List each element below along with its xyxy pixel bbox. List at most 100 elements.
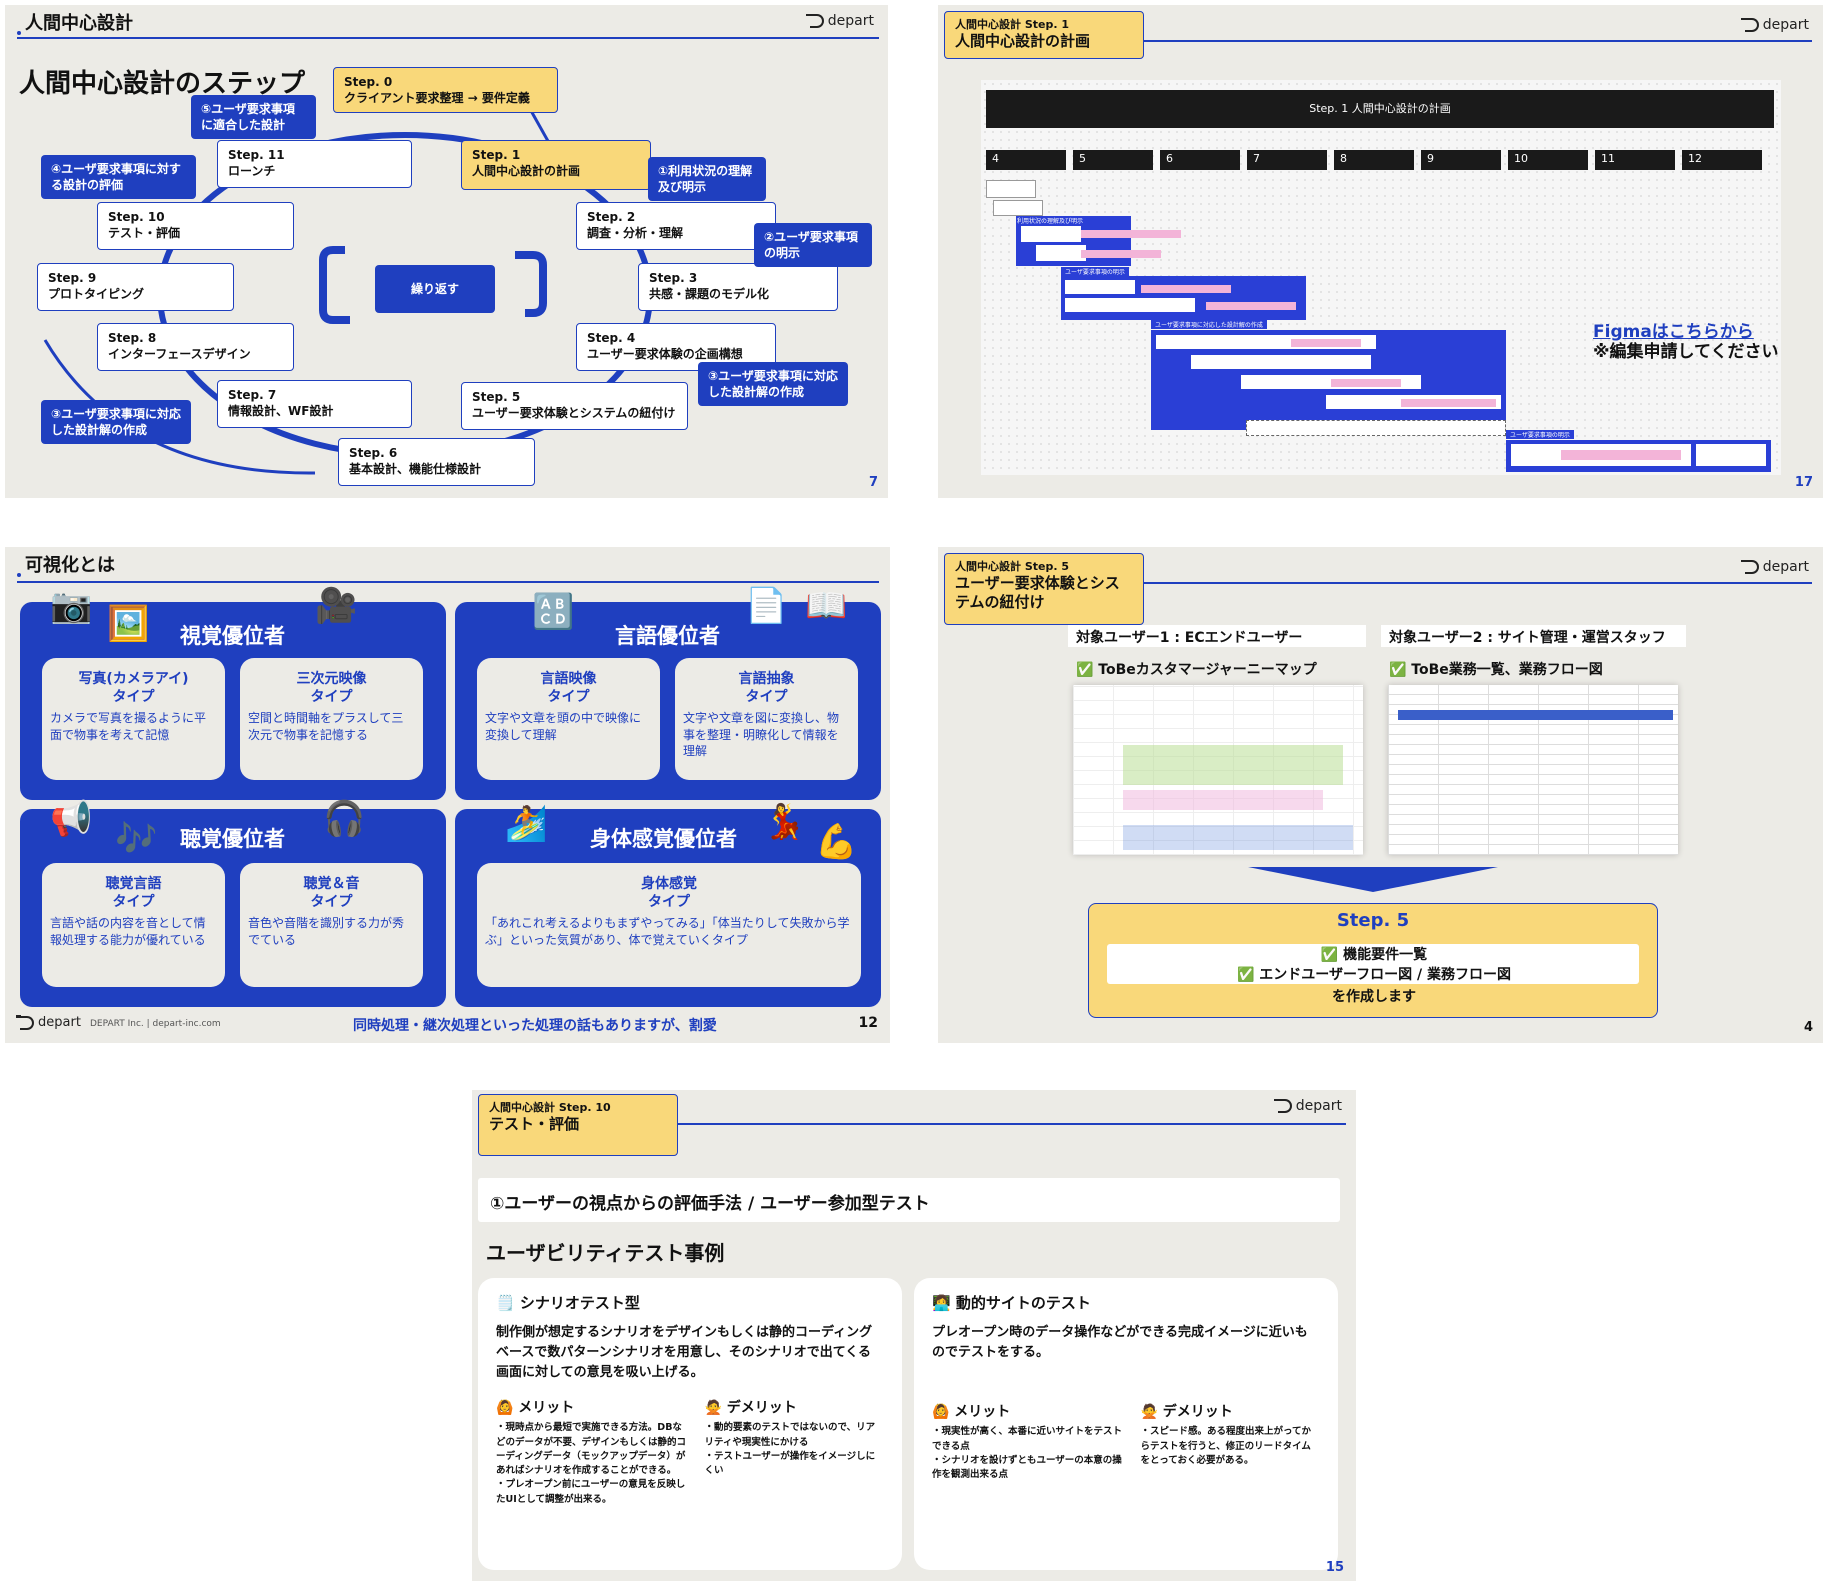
- music-notes-icon: 🎶: [115, 819, 158, 859]
- deliverable-flow: ✅ ToBe業務一覧、業務フロー図: [1389, 662, 1603, 678]
- depart-logo: depart: [1740, 559, 1809, 575]
- gantt-bar: [1561, 450, 1681, 460]
- picture-frame-icon: 🖼️: [107, 604, 150, 644]
- merit-label: 🙆 メリット: [496, 1400, 575, 1417]
- card-verbal-abstract-type: 言語抽象 タイプ 文字や文章を図に変換し、物事を整理・明瞭化して情報を理解: [675, 658, 858, 780]
- repeat-label: 繰り返す: [375, 265, 495, 313]
- gantt-bar: [1206, 302, 1296, 310]
- gantt-bar: [1036, 245, 1086, 261]
- page-number: 12: [858, 1015, 878, 1031]
- gantt-col-12: 12: [1682, 150, 1762, 170]
- usability-heading: ユーザビリティテスト事例: [486, 1241, 725, 1265]
- gantt-bar: [1081, 230, 1181, 238]
- gantt-canvas[interactable]: Step. 1 人間中心設計の計画 4 5 6 7 8 9 10 11 12 利…: [981, 80, 1781, 475]
- gantt-col-5: 5: [1073, 150, 1153, 170]
- note-4: ④ユーザ要求事項に対する設計の評価: [41, 155, 196, 200]
- merit-text: ・現実性が高く、本番に近いサイトをテストできる点 ・シナリオを設けずともユーザー…: [932, 1426, 1123, 1481]
- gantt-group-label-4: ユーザ要求事項の明示: [1506, 430, 1574, 439]
- depart-logo-icon: [16, 1015, 34, 1030]
- header-rule: [678, 1123, 1346, 1125]
- output-suffix: を作成します: [1332, 989, 1416, 1005]
- down-arrow: [1248, 867, 1498, 892]
- slide-heading: 人間中心設計のステップ: [19, 69, 306, 99]
- thumb-highlight: [1123, 790, 1323, 810]
- depart-logo: depart: [805, 13, 874, 29]
- thumb-highlight: [1123, 825, 1353, 850]
- step5-result-box: Step. 5 ✅ 機能要件一覧 ✅ エンドユーザーフロー図 / 業務フロー図 …: [1088, 903, 1658, 1018]
- gantt-group-label-3: ユーザ要求事項に対応した設計解の作成: [1151, 320, 1267, 329]
- section-title: 人間中心設計: [17, 9, 133, 35]
- note-3-right: ③ユーザ要求事項に対応した設計解の作成: [698, 362, 848, 407]
- figma-link[interactable]: Figmaはこちらから: [1593, 322, 1754, 342]
- header-rule: [1144, 582, 1812, 584]
- merit-label: 🙆 メリット: [932, 1404, 1011, 1421]
- dancer-icon: 💃: [763, 802, 806, 842]
- depart-logo: depart: [1740, 17, 1809, 33]
- thumb-highlight: [1123, 745, 1343, 785]
- journey-map-thumbnail[interactable]: [1073, 685, 1363, 855]
- card-desc: 制作側が想定するシナリオをデザインもしくは静的コーディングベースで数パターンシナ…: [496, 1325, 873, 1381]
- gantt-bar: [1065, 298, 1195, 312]
- panel-heading: 視覚優位者: [180, 624, 285, 648]
- notepad-icon: 🗒️: [496, 1294, 515, 1312]
- panel-visual: 視覚優位者 写真(カメラアイ) タイプ カメラで写真を撮るように平面で物事を考え…: [20, 602, 446, 800]
- thumb-header: [1398, 710, 1673, 720]
- gantt-title-bar: Step. 1 人間中心設計の計画: [986, 90, 1774, 128]
- evaluation-method-bar: ①ユーザーの視点からの評価手法 / ユーザー参加型テスト: [478, 1178, 1340, 1222]
- gantt-bar: [1696, 444, 1766, 466]
- gantt-group-label-2: ユーザ要求事項の明示: [1061, 267, 1129, 276]
- gantt-group-label: 利用状況の理解及び明示: [1017, 218, 1084, 225]
- section-title: 可視化とは: [17, 551, 115, 577]
- page-number: 4: [1803, 1020, 1813, 1035]
- panel-kinesthetic: 身体感覚優位者 身体感覚 タイプ 「あれこれ考えるよりもまずやってみる」「体当た…: [455, 809, 881, 1007]
- page-number: 15: [1325, 1560, 1344, 1575]
- panel-heading: 言語優位者: [615, 624, 720, 648]
- gantt-bar: [1401, 399, 1496, 407]
- depart-logo-icon: [805, 13, 824, 28]
- gantt-bar: [1291, 339, 1361, 347]
- figma-note: ※編集申請してください: [1593, 342, 1779, 362]
- card-title: シナリオテスト型: [519, 1294, 640, 1312]
- depart-logo-icon: [1740, 17, 1759, 32]
- depart-logo: depart: [1273, 1098, 1342, 1114]
- gantt-bar: [993, 200, 1043, 216]
- gantt-col-4: 4: [986, 150, 1066, 170]
- card-auditory-verbal-type: 聴覚言語 タイプ 言語や話の内容を音として情報処理する能力が優れている: [42, 863, 225, 987]
- dynamic-site-test-card: 👩‍💻 動的サイトのテスト プレオープン時のデータ操作などができる完成イメージに…: [914, 1278, 1338, 1570]
- depart-logo-icon: [1740, 559, 1759, 574]
- gantt-bar: [1141, 285, 1231, 293]
- megaphone-icon: 📢: [50, 799, 93, 839]
- flexed-biceps-icon: 💪: [815, 822, 858, 862]
- panel-heading: 身体感覚優位者: [590, 827, 737, 851]
- demerit-text: ・スピード感。ある程度出来上がってからテストを行うと、修正のリードタイムをとって…: [1140, 1426, 1312, 1466]
- abcd-icon: 🔠: [532, 592, 575, 632]
- gantt-col-7: 7: [1247, 150, 1327, 170]
- step5-label: Step. 5: [1336, 910, 1410, 931]
- headphone-icon: 🎧: [323, 799, 366, 839]
- gantt-bar: [1331, 379, 1401, 387]
- gantt-bar: [1191, 355, 1371, 369]
- surfer-icon: 🏄: [505, 804, 548, 844]
- panel-verbal: 言語優位者 言語映像 タイプ 文字や文章を頭の中で映像に変換して理解 言語抽象 …: [455, 602, 881, 800]
- movie-camera-icon: 🎥: [315, 586, 358, 626]
- target-user-2: 対象ユーザー2 : サイト管理・運営スタッフ: [1381, 625, 1686, 647]
- output-flow: ✅ エンドユーザーフロー図 / 業務フロー図: [1236, 967, 1512, 983]
- header-rule: [1144, 40, 1812, 42]
- panel-heading: 聴覚優位者: [180, 827, 285, 851]
- slide-visualization: 可視化とは 視覚優位者 写真(カメラアイ) タイプ カメラで写真を撮るように平面…: [5, 547, 890, 1043]
- gantt-col-10: 10: [1508, 150, 1588, 170]
- gantt-bar: [986, 180, 1036, 198]
- footer-note: 同時処理・継次処理といった処理の話もありますが、割愛: [353, 1018, 717, 1034]
- gantt-bar: [1246, 420, 1506, 436]
- flow-sheet-thumbnail[interactable]: [1388, 685, 1678, 855]
